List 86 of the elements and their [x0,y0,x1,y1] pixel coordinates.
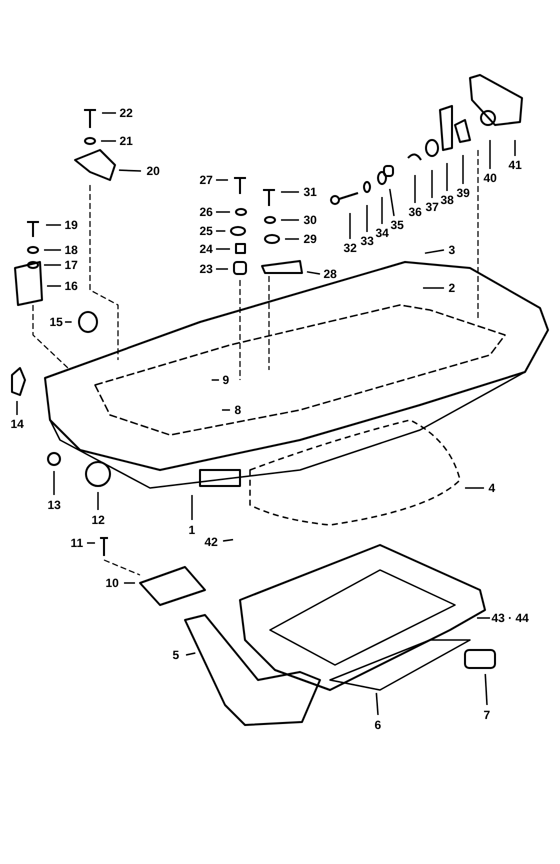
leader-line [431,170,433,198]
callout-number: 18 [64,244,78,256]
leader-line [465,487,484,489]
leader-line [186,652,196,656]
leader-line [16,401,18,415]
callout-number: 13 [48,498,61,512]
leader-line [489,140,491,169]
callout-number: 40 [484,172,497,184]
callout-number: 9 [222,374,230,386]
leader-line [462,155,464,184]
callout-number: 8 [234,404,242,416]
callout-number: 21 [120,134,133,148]
callout-number: 1 [188,524,196,536]
leader-line [44,264,61,266]
callout-number: 20 [146,164,160,178]
callout-number: 17 [64,258,78,272]
leader-line [285,238,299,240]
callout-number: 19 [64,218,78,232]
callout-number: 26 [200,206,213,218]
leader-line [118,169,142,172]
callout-number: 27 [200,174,213,186]
callout-number: 14 [10,418,24,430]
leader-line [212,379,219,381]
callout-number: 32 [344,242,357,254]
callout-number: 30 [304,214,317,226]
callout-number: 33 [360,234,374,248]
leader-line [381,197,383,224]
callout-number: 36 [408,206,422,218]
callout-number: 22 [120,106,133,120]
leader-line [424,249,444,254]
leader-line [47,285,61,287]
callout-number: 38 [440,194,454,206]
leader-line [349,213,351,239]
leader-line [222,538,234,542]
callout-number: 15 [50,316,63,328]
leader-line [124,582,135,584]
callout-number: 37 [426,200,439,214]
leader-line [477,617,490,619]
callout-number: 16 [64,280,78,292]
leader-line [53,471,55,495]
leader-line [97,492,99,510]
leader-line [366,205,368,232]
leader-line [87,542,95,544]
leader-line [44,249,61,251]
callout-number: 31 [304,186,317,198]
callout-number: 42 [204,536,218,548]
callout-number: 23 [200,262,213,276]
callout-number: 39 [456,186,470,200]
leader-line [65,321,72,323]
callout-number: 28 [324,268,337,280]
leader-line [216,211,230,213]
leader-line [191,495,193,520]
leader-line [216,248,230,250]
callout-number: 12 [92,514,105,526]
leader-line [216,268,228,270]
callout-number: 29 [304,232,317,246]
leader-line [281,191,299,193]
callout-number: 43 · 44 [492,612,529,624]
callout-number: 25 [200,224,213,238]
callout-number: 3 [448,244,456,256]
leader-line [281,219,299,221]
leader-line [514,140,516,156]
callout-number: 41 [508,158,522,172]
leader-line [216,230,226,232]
leader-line [484,674,488,706]
leader-line [46,224,61,226]
callout-number: 5 [172,648,180,662]
callout-number: 11 [70,536,84,550]
callout-number: 24 [200,242,213,256]
leader-line [222,409,230,411]
callout-number: 6 [374,718,382,732]
callout-number: 7 [484,708,490,722]
callout-number: 2 [448,282,456,294]
callout-number: 10 [106,576,119,590]
leader-line [376,692,379,716]
leader-line [216,179,228,181]
leader-line [446,163,448,191]
leader-line [423,287,444,289]
callout-number: 34 [376,226,389,240]
leader-line [101,140,116,142]
leader-line [102,112,116,114]
callout-number: 35 [390,218,404,232]
leader-line [389,188,395,216]
leader-line [306,271,320,275]
leader-line [414,175,416,203]
callout-number: 4 [488,482,496,494]
